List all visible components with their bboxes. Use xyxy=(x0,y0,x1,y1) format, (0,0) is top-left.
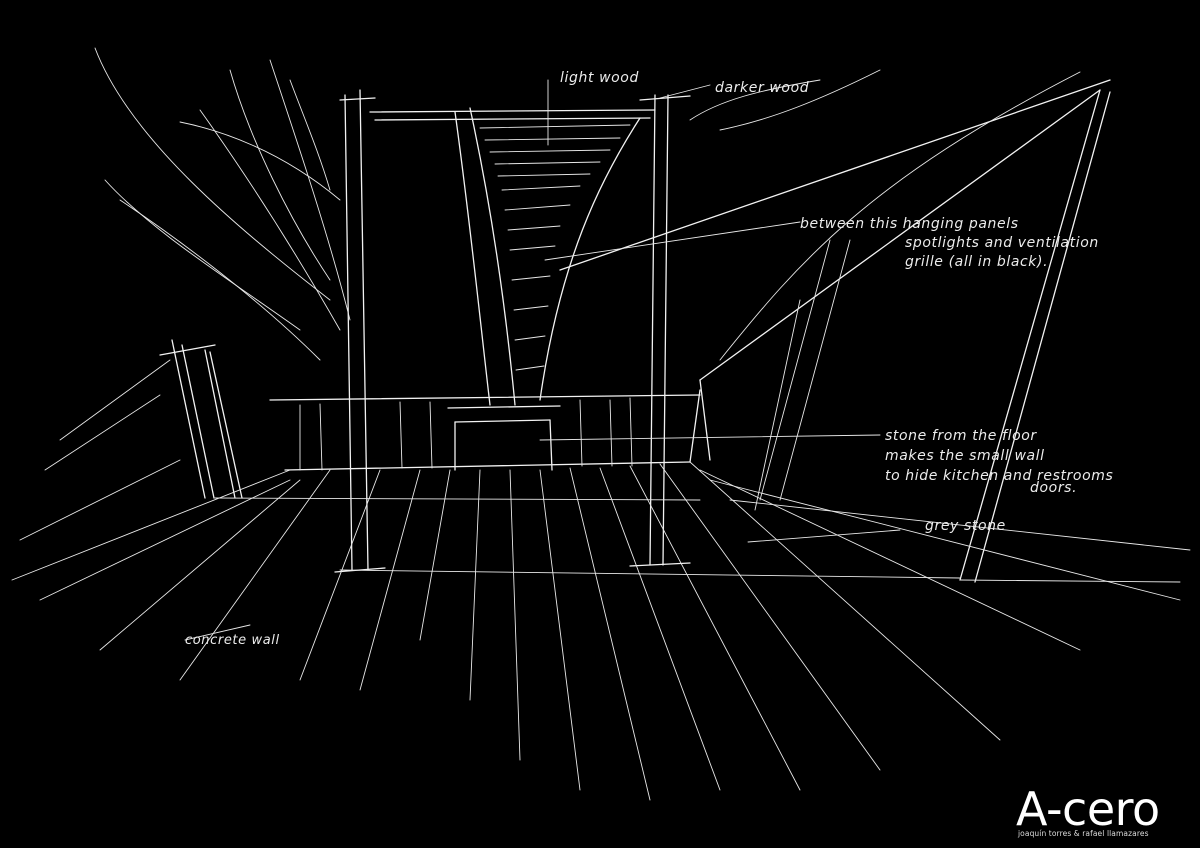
annotation-hanging-panels-line-2: spotlights and ventilation xyxy=(905,235,1099,251)
annotation-concrete-wall: concrete wall xyxy=(185,633,280,648)
annotation-stone-floor-line-4: doors. xyxy=(1030,480,1077,496)
brand-logo: A-cero xyxy=(1016,782,1160,836)
annotation-stone-floor-line-1: stone from the floor xyxy=(885,428,1037,444)
sketch-annotations: light wood darker wood between this hang… xyxy=(185,70,1113,648)
annotation-hanging-panels-line-1: between this hanging panels xyxy=(800,216,1019,232)
annotation-stone-floor-line-2: makes the small wall xyxy=(885,448,1045,464)
annotation-stone-floor-line-3: to hide kitchen and restrooms xyxy=(885,468,1113,484)
sketch-lines xyxy=(11,47,1191,801)
annotation-darker-wood: darker wood xyxy=(715,80,809,96)
annotation-grey-stone: grey stone xyxy=(925,518,1006,534)
annotation-hanging-panels-line-3: grille (all in black). xyxy=(905,254,1048,270)
brand-subtitle: joaquín torres & rafael llamazares xyxy=(1018,829,1149,838)
annotation-light-wood: light wood xyxy=(560,70,639,86)
